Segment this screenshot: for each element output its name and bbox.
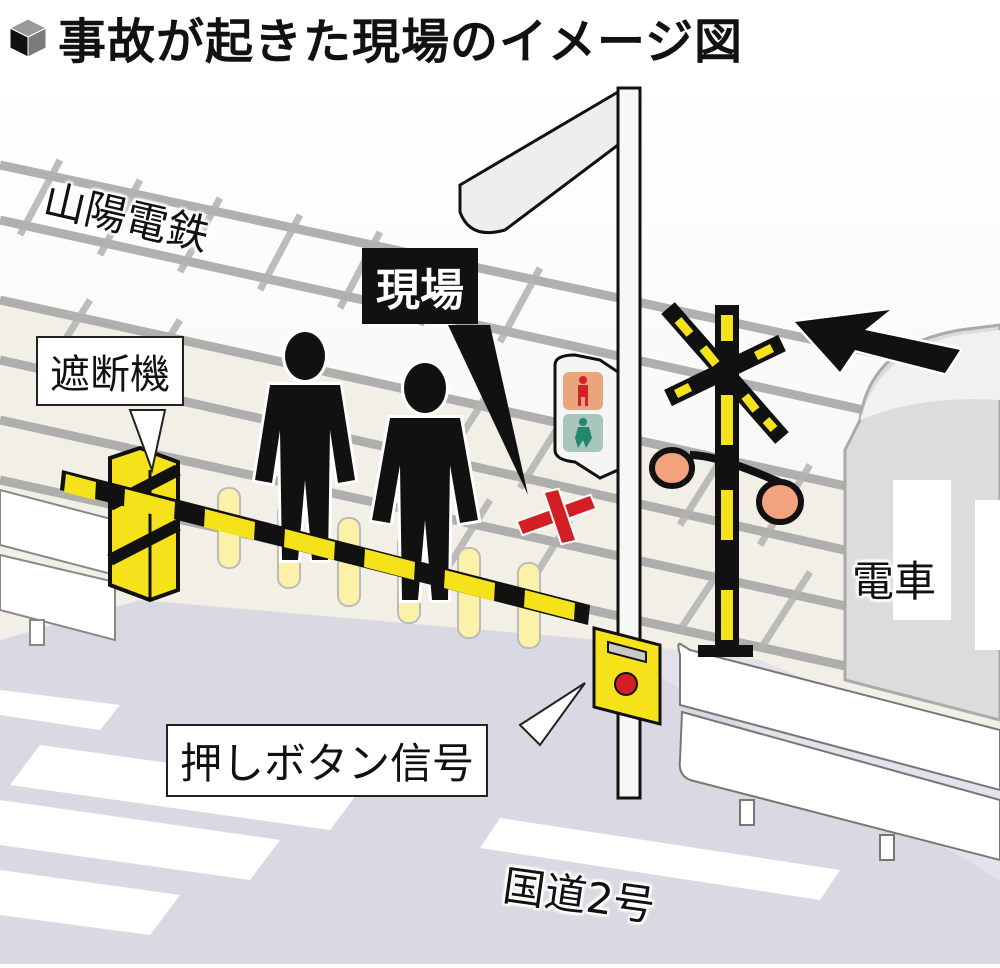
sign-pole bbox=[458, 86, 642, 800]
crossing-signal bbox=[649, 302, 804, 657]
pedestrian-1 bbox=[251, 329, 359, 563]
button-callout-pointer bbox=[518, 682, 586, 747]
pedestrian-signal bbox=[553, 353, 620, 480]
red-x-icon bbox=[515, 487, 598, 546]
crossing-gate-box bbox=[107, 445, 181, 603]
label-scene-marker: 現場 bbox=[362, 248, 478, 324]
label-train: 電車 bbox=[852, 557, 937, 606]
push-button-box[interactable] bbox=[592, 626, 662, 726]
scene-illustration bbox=[0, 74, 1000, 964]
left-guard-rail bbox=[0, 488, 116, 646]
cube-icon bbox=[8, 18, 48, 58]
arrow-left-up-icon bbox=[792, 307, 963, 376]
page-title: 事故が起きた現場のイメージ図 bbox=[58, 14, 744, 70]
accident-scene-diagram: 山陽電鉄 現場 遮断機 電車 押しボタン信号 国道2号 bbox=[0, 74, 1000, 964]
pedestrian-2 bbox=[368, 360, 482, 603]
red-pedestrian-icon bbox=[578, 376, 588, 406]
warning-lamp-left bbox=[649, 447, 695, 489]
right-guard-rail bbox=[677, 642, 1000, 862]
label-push-button-signal: 押しボタン信号 bbox=[166, 724, 489, 797]
label-crossing-gate: 遮断機 bbox=[36, 336, 184, 406]
warning-lamp-right bbox=[756, 479, 804, 525]
crossing-gate-arm bbox=[60, 470, 590, 625]
scene-callout-pointer bbox=[448, 325, 528, 495]
train bbox=[843, 323, 1000, 722]
gate-callout-pointer bbox=[128, 409, 167, 474]
title-bar: 事故が起きた現場のイメージ図 bbox=[0, 0, 1000, 74]
crossbuck bbox=[661, 302, 789, 444]
green-pedestrian-icon bbox=[575, 418, 592, 448]
